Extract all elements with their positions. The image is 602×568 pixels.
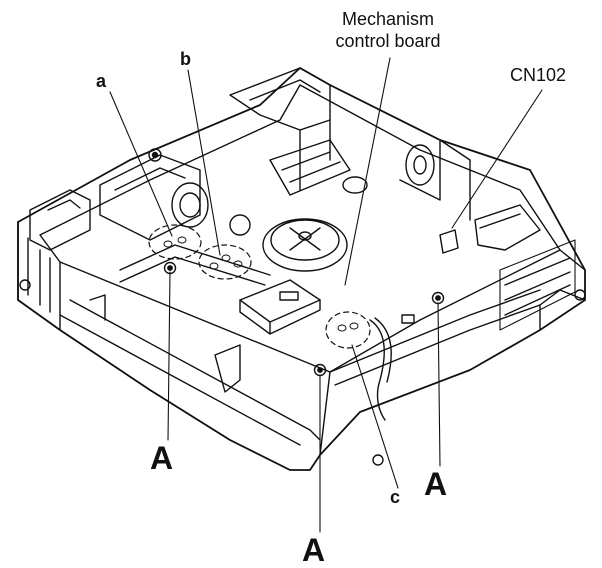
chassis-frame xyxy=(18,68,585,470)
detail-circle-b xyxy=(199,245,251,279)
leader-mechanism xyxy=(345,58,390,285)
label-A3: A xyxy=(424,468,447,500)
label-a: a xyxy=(96,72,106,90)
leader-A1 xyxy=(168,272,170,440)
label-mechanism-line1: Mechanism xyxy=(318,8,458,30)
leader-c xyxy=(352,345,398,488)
leader-lines xyxy=(110,58,542,532)
label-b: b xyxy=(180,50,191,68)
label-cn102: CN102 xyxy=(510,66,566,84)
screw-A3 xyxy=(433,293,444,304)
label-mechanism-line2: control board xyxy=(318,30,458,52)
label-A2: A xyxy=(302,534,325,566)
leader-a xyxy=(110,92,172,236)
leader-cn102 xyxy=(452,90,542,228)
label-A1: A xyxy=(150,442,173,474)
label-mechanism-control-board: Mechanism control board xyxy=(318,8,458,52)
detail-circle-c xyxy=(326,312,370,348)
label-c: c xyxy=(390,488,400,506)
